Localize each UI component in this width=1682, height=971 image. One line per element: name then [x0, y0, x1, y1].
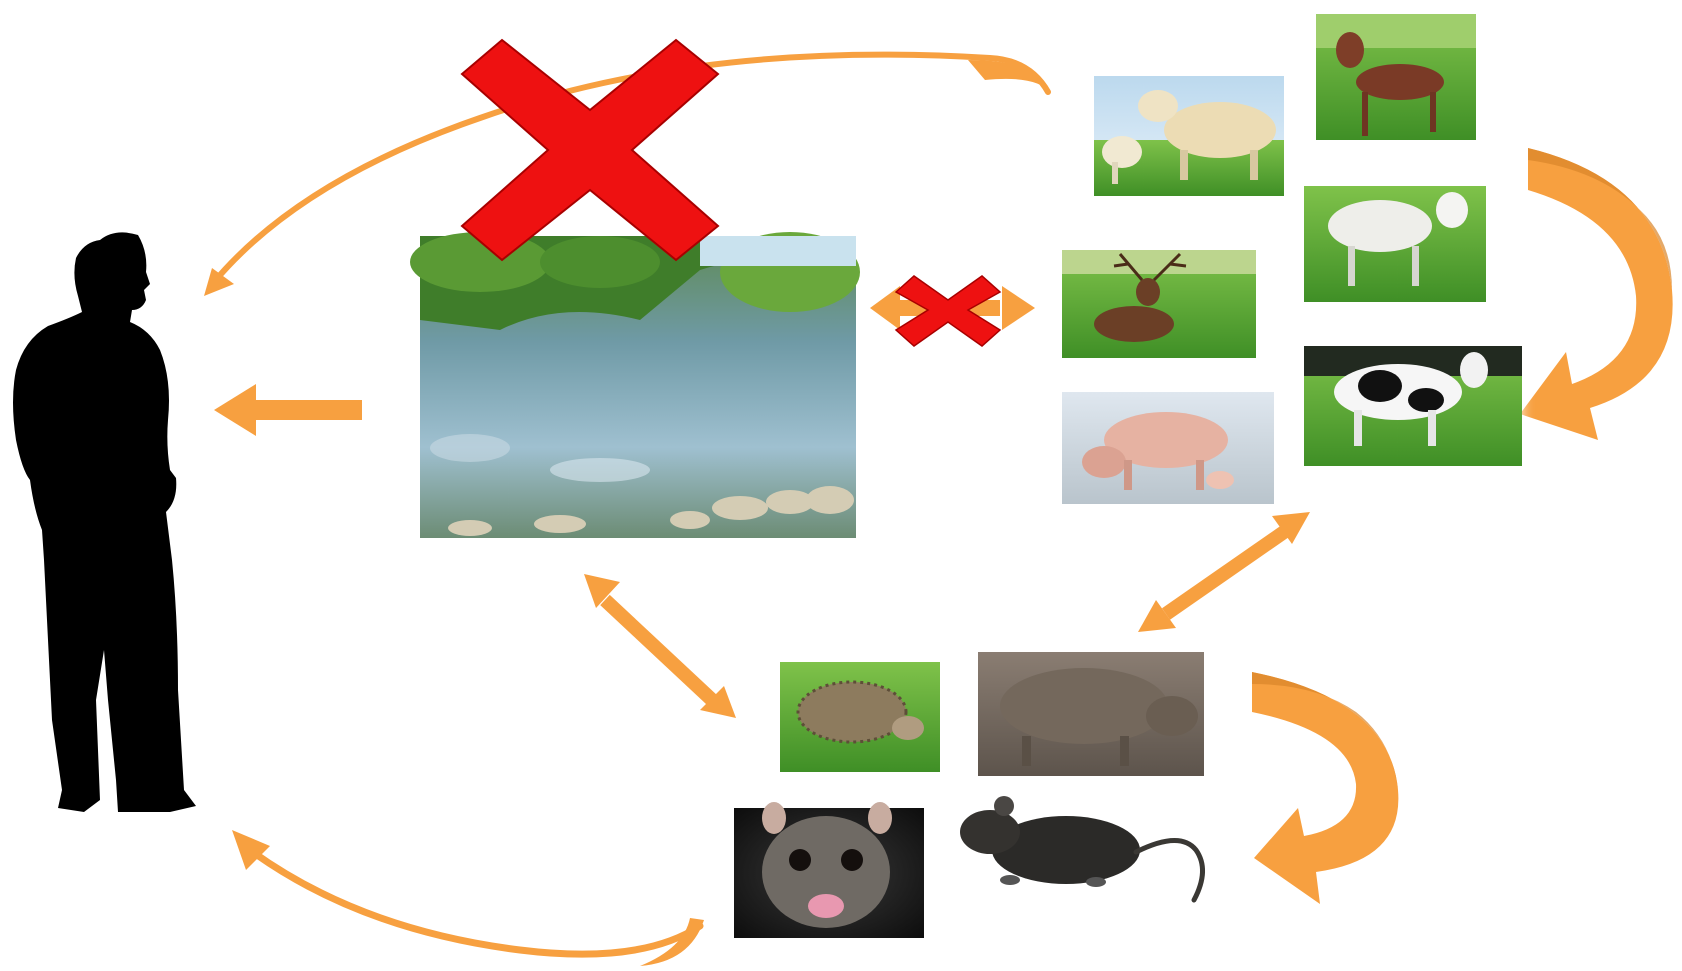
dog-icon — [1316, 14, 1476, 140]
curved-arrow-wildlife-cycle — [1252, 672, 1398, 904]
arrow-environment-wildlife — [584, 574, 736, 718]
wild-boar-icon — [978, 652, 1204, 776]
hedgehog-icon — [780, 662, 940, 772]
sheep-icon — [1304, 186, 1486, 302]
arrow-livestock-wildlife — [1138, 512, 1310, 632]
rat-icon — [960, 796, 1203, 900]
deer-icon — [1062, 250, 1256, 358]
blocked-cross-icon — [462, 40, 718, 260]
pig-icon — [1062, 392, 1274, 504]
dairy-cow-icon — [1304, 346, 1522, 466]
arrow-wildlife-to-human — [232, 830, 704, 966]
arrow-environment-to-human — [214, 384, 362, 436]
possum-icon — [734, 802, 924, 938]
human-silhouette-icon — [13, 232, 196, 812]
cattle-icon — [1094, 76, 1284, 196]
lake-forest-icon — [410, 232, 860, 538]
curved-arrow-livestock-cycle — [1520, 148, 1673, 440]
